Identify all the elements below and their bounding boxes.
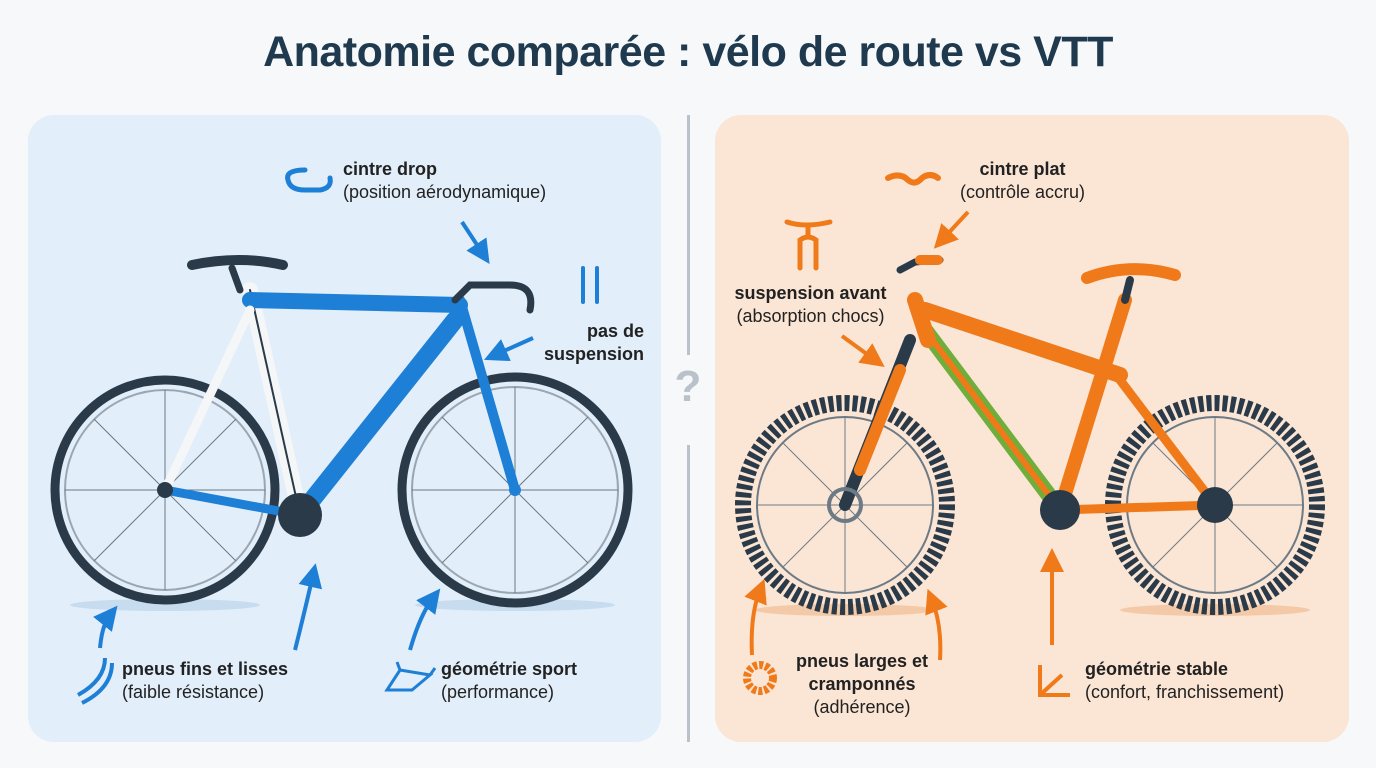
suspension-fork-icon bbox=[784, 219, 833, 271]
mtb-label-suspension: suspension avant(absorption chocs) bbox=[734, 283, 887, 326]
drop-handlebar-icon bbox=[285, 167, 333, 193]
road-bike bbox=[50, 255, 633, 611]
divider-bottom bbox=[687, 445, 690, 742]
road-label-suspension: pas de suspension bbox=[543, 321, 644, 364]
flat-handlebar-icon bbox=[885, 172, 941, 186]
mtb-panel bbox=[715, 115, 1349, 742]
road-label-geometry: géométrie sport(performance) bbox=[441, 659, 578, 702]
mtb-bike bbox=[735, 255, 1325, 616]
mtb-label-tires: pneus larges et cramponnés(adhérence) bbox=[795, 651, 929, 717]
stable-geometry-icon bbox=[1038, 665, 1070, 697]
rigid-fork-icon bbox=[581, 266, 599, 304]
sport-frame-icon bbox=[384, 661, 437, 692]
road-bike-panel bbox=[28, 115, 661, 742]
mtb-arrows bbox=[744, 210, 1064, 661]
thin-tire-icon bbox=[77, 657, 114, 705]
road-label-tires: pneus fins et lisses(faible résistance) bbox=[122, 659, 289, 702]
mtb-label-handlebar: cintre plat(contrôle accru) bbox=[959, 159, 1086, 202]
page-title: Anatomie comparée : vélo de route vs VTT bbox=[263, 28, 1113, 76]
mtb-label-geometry: géométrie stable(confort, franchissement… bbox=[1085, 659, 1285, 702]
knobby-tire-icon bbox=[743, 661, 777, 695]
divider-top bbox=[687, 115, 690, 355]
road-label-handlebar: cintre drop(position aérodynamique) bbox=[343, 159, 547, 202]
road-arrows bbox=[93, 220, 534, 651]
question-mark: ? bbox=[674, 362, 702, 411]
